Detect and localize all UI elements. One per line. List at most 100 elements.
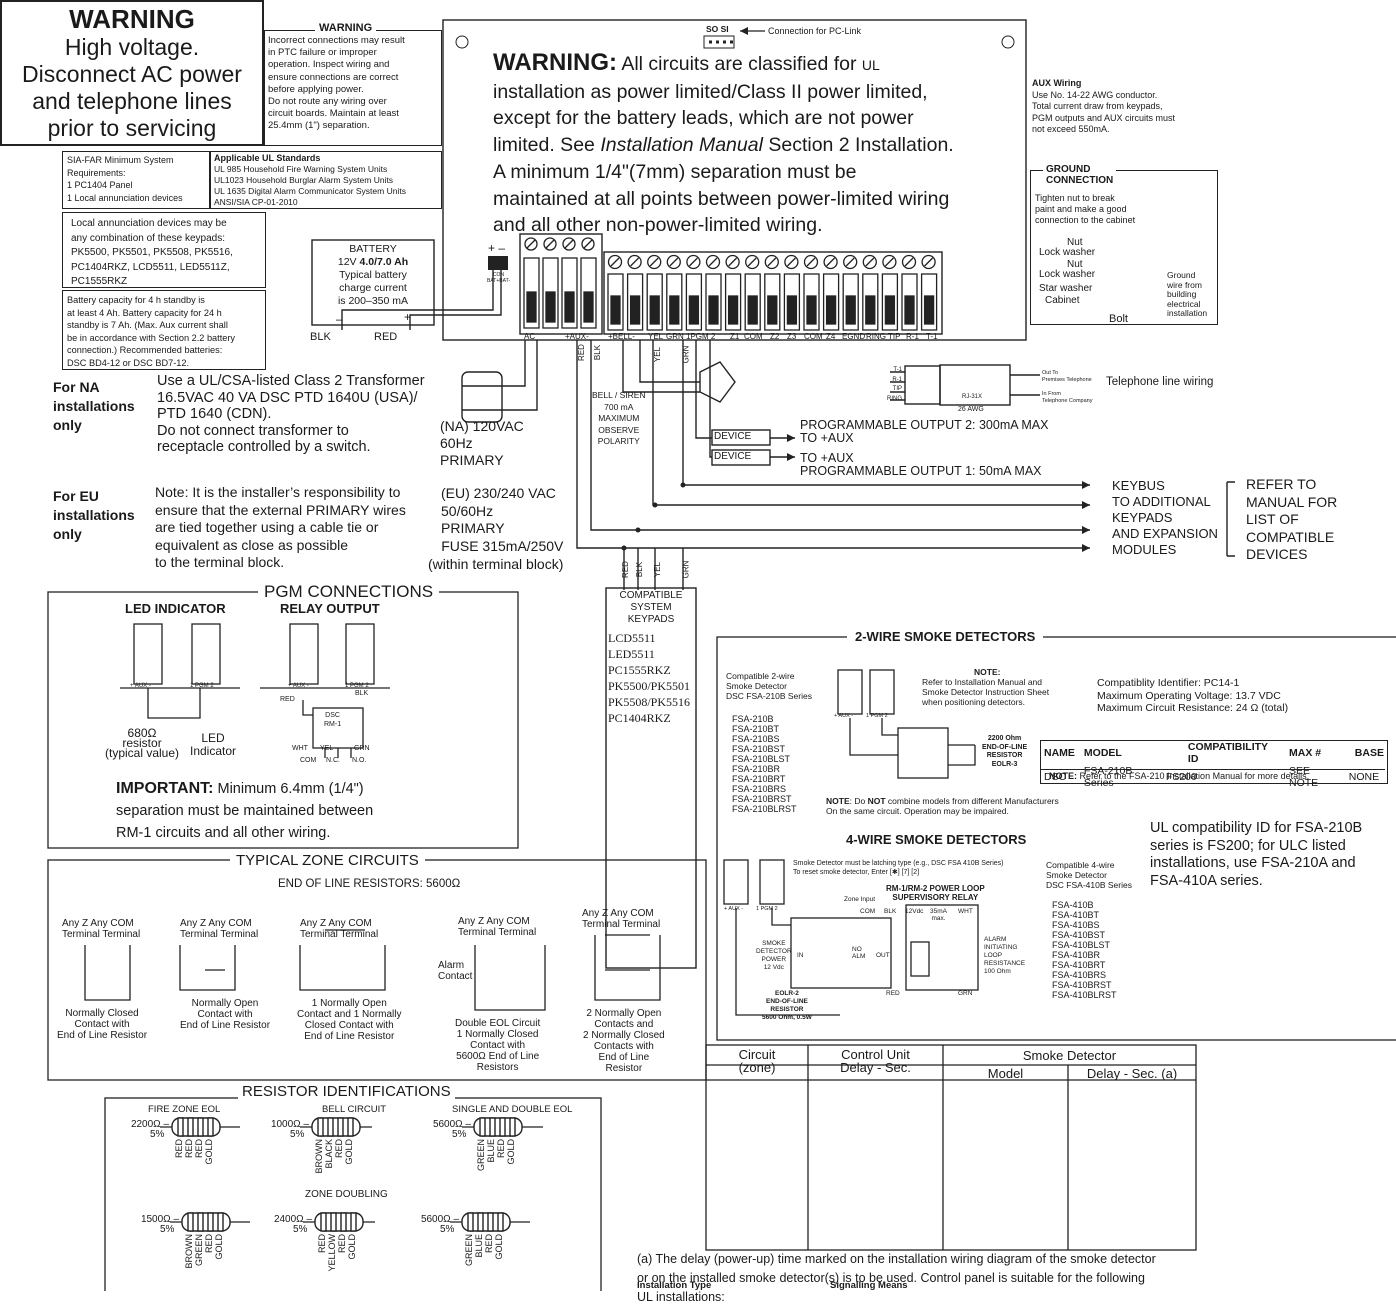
plus-minus-label: + –: [488, 241, 506, 255]
pgm-blk: BLK: [355, 690, 369, 697]
smoke-model-item: FSA-210BLST: [732, 754, 791, 764]
smoke2-table-note: NOTE: Refer to the FSA-210 Installation …: [1041, 769, 1385, 782]
resistor: [461, 1212, 511, 1232]
terminal-screw: [685, 254, 703, 331]
pgm-aux-2: + AUX -: [288, 683, 309, 689]
eu-primary: (EU) 230/240 VAC 50/60Hz PRIMARY: [441, 485, 556, 536]
battery-capacity-box: Battery capacity for 4 h standby is at l…: [62, 290, 266, 370]
smoke4-eolr: EOLR-2 END-OF-LINE RESISTOR 5600 Ohm, 0.…: [762, 990, 812, 1021]
pgm-red: RED: [280, 696, 295, 703]
panel-warning-l4a: limited. See: [493, 134, 601, 157]
zone-caption-3: 1 Normally Open Contact and 1 Normally C…: [297, 998, 402, 1042]
panel-warning-l4b: Section 2 Installation.: [762, 134, 954, 157]
terminal-screw: [626, 254, 644, 331]
ground-nut-2: Nut: [1067, 259, 1083, 270]
smoke-model-item: FSA-210BST: [732, 744, 786, 754]
ul-standards-title: Applicable UL Standards: [214, 153, 321, 163]
resistor-band-label: YELLOW: [327, 1234, 337, 1272]
smoke4-aux: + AUX -: [724, 906, 744, 912]
panel-warning-line-6: maintained at all points between power-l…: [493, 187, 950, 210]
smoke4-com: COM: [860, 908, 876, 915]
na-text: Use a UL/CSA-listed Class 2 Transformer …: [157, 373, 425, 455]
smoke2-aux: + AUX -: [834, 713, 854, 719]
smoke-model-item: FSA-410BLST: [1052, 940, 1111, 950]
smoke-model-item: FSA-410BRS: [1052, 970, 1107, 980]
resistor-band-label: GOLD: [506, 1139, 516, 1165]
device-box-2: DEVICE: [714, 451, 752, 462]
terminal-screw: [580, 237, 597, 329]
keypad-wire-yel: YEL: [653, 561, 663, 578]
smoke2-eol: 2200 Ohm END-OF-LINE RESISTOR EOLR-3: [982, 735, 1028, 768]
terminal-screw: [705, 254, 722, 331]
resistor-band-label: RED: [204, 1234, 214, 1254]
zones-subtitle: END OF LINE RESISTORS: 5600Ω: [278, 878, 461, 890]
smoke-model-item: FSA-410BR: [1052, 950, 1101, 960]
battery-minus: –: [336, 312, 343, 326]
local-annunciation-box: Local annunciation devices may be any co…: [62, 212, 266, 288]
term-label-bell: +BELL-: [608, 332, 635, 341]
keypads-title: COMPATIBLE SYSTEM KEYPADS: [619, 590, 683, 625]
td-max: SEE NOTE: [1288, 765, 1319, 789]
smoke4-wht: WHT: [958, 908, 973, 915]
terminal-screw: [523, 237, 540, 329]
panel-warning-line-1: WARNING: All circuits are classified for…: [493, 49, 1013, 79]
resistor-band-label: RED: [334, 1139, 344, 1159]
bell-siren-label: BELL / SIREN 700 mA MAXIMUM OBSERVE POLA…: [592, 390, 646, 446]
device-box-1: DEVICE: [714, 431, 752, 442]
resistor-value: 5600Ω –: [432, 1119, 471, 1130]
resistors-title: RESISTOR IDENTIFICATIONS: [238, 1083, 455, 1100]
zone-caption-5: 2 Normally Open Contacts and 2 Normally …: [583, 1008, 665, 1074]
term-label-ac: AC: [524, 332, 536, 341]
td-model: FSA-210B Series: [1083, 765, 1133, 789]
terminal-screw: [646, 254, 663, 331]
smoke4-35ma: 35mA max.: [930, 908, 947, 922]
smoke-model-item: FSA-410BLRST: [1052, 990, 1117, 1000]
pin-r1: R-1: [892, 376, 902, 383]
resistor-tolerance: 5%: [290, 1129, 305, 1140]
table-note-bold: NOTE:: [1049, 771, 1077, 781]
battery: BATTERY 12V 4.0/7.0 Ah Typical battery c…: [312, 240, 434, 325]
smoke2-table-row: DSC FSA-210B Series FS200 SEE NOTE NONE: [1041, 765, 1387, 789]
terminal-labels: AC +AUX- +BELL- YEL GRN 1PGM 2 Z1 COM Z2…: [520, 332, 940, 344]
resistor: [171, 1117, 221, 1137]
smoke2-compat: Compatible 2-wire Smoke Detector DSC FSA…: [726, 671, 812, 701]
keypad-item: PC1555RKZ: [608, 663, 671, 677]
ul-standards-box: Applicable UL Standards UL 985 Household…: [210, 151, 442, 209]
smoke2-compat-table: NAME MODEL COMPATIBILITY ID MAX # BASE D…: [1040, 740, 1388, 789]
ground-star-washer: Star washer: [1039, 283, 1093, 294]
panel-warning-line-4: limited. See Installation Manual Section…: [493, 132, 1013, 159]
keypad-item: PK5508/PK5516: [608, 695, 691, 709]
footnote-col1: Installation Type: [637, 1280, 712, 1291]
terminal-screw: [764, 254, 781, 331]
smoke2-table-header: NAME MODEL COMPATIBILITY ID MAX # BASE: [1041, 741, 1387, 765]
ul-standards-text: UL 985 Household Fire Warning System Uni…: [214, 164, 406, 207]
pgm-nc: N.C.: [326, 757, 340, 764]
resistor-tolerance: 5%: [440, 1224, 455, 1235]
resistor-value: 2200Ω –: [130, 1119, 169, 1130]
term-label-grn: GRN: [666, 332, 684, 341]
td-compat: FS200: [1165, 771, 1197, 783]
resistor-doubling-title: ZONE DOUBLING: [305, 1189, 388, 1200]
keypad-item: LED5511: [608, 647, 655, 661]
term-label-z1: Z1: [730, 332, 740, 341]
pgm-important-bold: IMPORTANT:: [116, 780, 214, 797]
resistor: [473, 1117, 523, 1137]
panel-warning-line-7: and all other non-power-limited wiring.: [493, 214, 823, 237]
smoke2-title: 2-WIRE SMOKE DETECTORS: [847, 629, 1044, 644]
pgm-pgm12-1: 1 PGM 2: [190, 683, 214, 689]
rj31x-label: RJ-31X: [962, 394, 983, 400]
resistor-value: 2400Ω –: [273, 1214, 312, 1225]
panel-warning-l1: All circuits are classified for: [616, 53, 862, 75]
control-panel-outline: [442, 19, 1027, 341]
terminal-screw: [862, 254, 879, 331]
terminal-screw: [783, 254, 801, 331]
smoke-model-item: FSA-410BS: [1052, 920, 1100, 930]
ground-text: Tighten nut to break paint and make a go…: [1035, 193, 1136, 225]
smoke4-zone-input: Zone Input: [844, 896, 876, 903]
pin-t1: T-1: [893, 367, 902, 373]
term-label-pgm: 1PGM 2: [686, 332, 716, 341]
pgm-relay-title: RELAY OUTPUT: [280, 601, 380, 616]
telephone-out-label: Out To Premises Telephone: [1042, 370, 1092, 383]
battery-title: BATTERY: [349, 243, 397, 255]
